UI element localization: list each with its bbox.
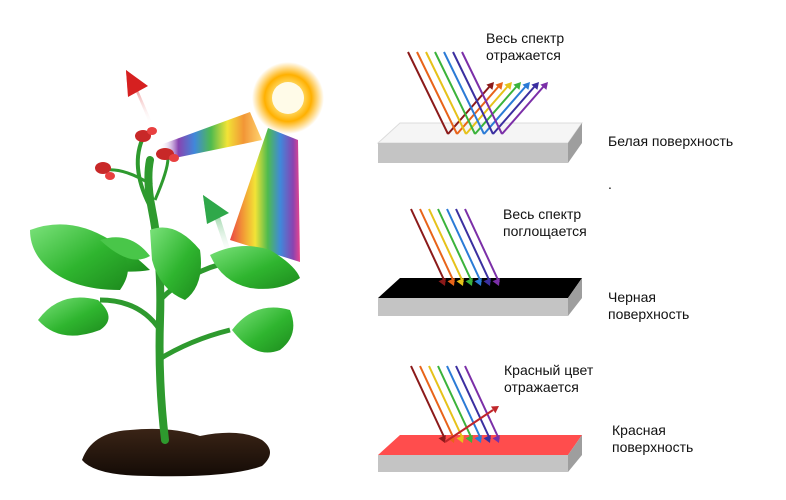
ray-arrowhead bbox=[522, 82, 530, 90]
ray-arrowhead bbox=[456, 434, 464, 443]
rays-black-absorbed bbox=[410, 208, 500, 286]
ray-arrowhead bbox=[513, 82, 521, 90]
ray-arrowhead bbox=[474, 434, 482, 443]
incoming-ray bbox=[461, 51, 503, 135]
soil bbox=[82, 428, 270, 477]
incoming-ray bbox=[464, 208, 500, 283]
ray-arrowhead bbox=[483, 434, 491, 443]
ray-arrowhead bbox=[474, 277, 482, 286]
incoming-ray bbox=[419, 365, 455, 440]
green-arrow-icon bbox=[203, 195, 232, 258]
incoming-ray bbox=[410, 208, 446, 283]
incoming-ray bbox=[407, 51, 449, 135]
ray-arrowhead bbox=[456, 277, 464, 286]
incoming-ray bbox=[425, 51, 467, 135]
ray-arrowhead bbox=[492, 434, 500, 443]
reflected-red-ray bbox=[444, 409, 494, 443]
ray-arrowhead bbox=[438, 277, 446, 286]
ray-arrowhead bbox=[504, 82, 512, 90]
incoming-ray bbox=[416, 51, 458, 135]
label-black-surface: Черная поверхность bbox=[608, 289, 690, 322]
leaf bbox=[232, 307, 294, 353]
label-red-surface: Красная поверхность bbox=[612, 422, 694, 455]
incoming-ray bbox=[428, 365, 464, 440]
reflected-ray bbox=[465, 85, 509, 135]
plant-icon bbox=[30, 127, 300, 477]
light-beam-to-leaf bbox=[230, 128, 300, 262]
label-dot: . bbox=[608, 176, 612, 192]
label-white-surface: Белая поверхность bbox=[608, 133, 734, 149]
red-arrow-icon bbox=[126, 70, 152, 125]
ray-arrowhead bbox=[495, 82, 503, 90]
ray-arrowhead bbox=[465, 434, 473, 443]
incoming-ray bbox=[434, 51, 476, 135]
reflected-ray bbox=[492, 85, 536, 135]
incoming-ray bbox=[410, 365, 446, 440]
incoming-ray bbox=[437, 208, 473, 283]
red-surface-slab bbox=[378, 435, 582, 472]
white-surface-slab bbox=[376, 122, 583, 163]
reflected-ray bbox=[456, 85, 500, 135]
ray-arrowhead bbox=[465, 277, 473, 286]
ray-arrowhead bbox=[490, 406, 499, 414]
reflected-ray bbox=[501, 85, 545, 135]
label-white-top: Весь спектр отражается bbox=[486, 30, 565, 63]
rays-white-reflected bbox=[407, 51, 548, 135]
reflected-ray bbox=[474, 85, 518, 135]
light-beam-to-flowers bbox=[160, 112, 262, 160]
ray-arrowhead bbox=[540, 82, 548, 90]
incoming-ray bbox=[419, 208, 455, 283]
incoming-ray bbox=[428, 208, 464, 283]
leaf bbox=[30, 224, 128, 290]
incoming-ray bbox=[446, 208, 482, 283]
leaf bbox=[100, 237, 150, 260]
flower bbox=[156, 148, 179, 162]
label-black-top: Весь спектр поглощается bbox=[503, 206, 587, 239]
incoming-ray bbox=[446, 365, 482, 440]
ray-arrowhead bbox=[447, 277, 455, 286]
leaf bbox=[210, 246, 300, 289]
sun-icon bbox=[252, 62, 324, 134]
ray-arrowhead bbox=[492, 277, 500, 286]
incoming-ray bbox=[452, 51, 494, 135]
leaf bbox=[150, 227, 201, 300]
incoming-ray bbox=[455, 208, 491, 283]
ray-arrowhead bbox=[438, 434, 446, 443]
label-red-top: Красный цвет отражается bbox=[504, 362, 594, 395]
incoming-ray bbox=[455, 365, 491, 440]
ray-arrowhead bbox=[483, 277, 491, 286]
flower bbox=[135, 127, 157, 142]
ray-arrowhead bbox=[486, 82, 494, 90]
black-surface-slab bbox=[378, 278, 582, 316]
rays-red-reflected bbox=[410, 365, 500, 443]
incoming-ray bbox=[443, 51, 485, 135]
incoming-ray bbox=[464, 365, 500, 440]
leaf bbox=[38, 297, 109, 336]
flower bbox=[95, 162, 115, 180]
ray-arrowhead bbox=[531, 82, 539, 90]
reflected-ray bbox=[483, 85, 527, 135]
